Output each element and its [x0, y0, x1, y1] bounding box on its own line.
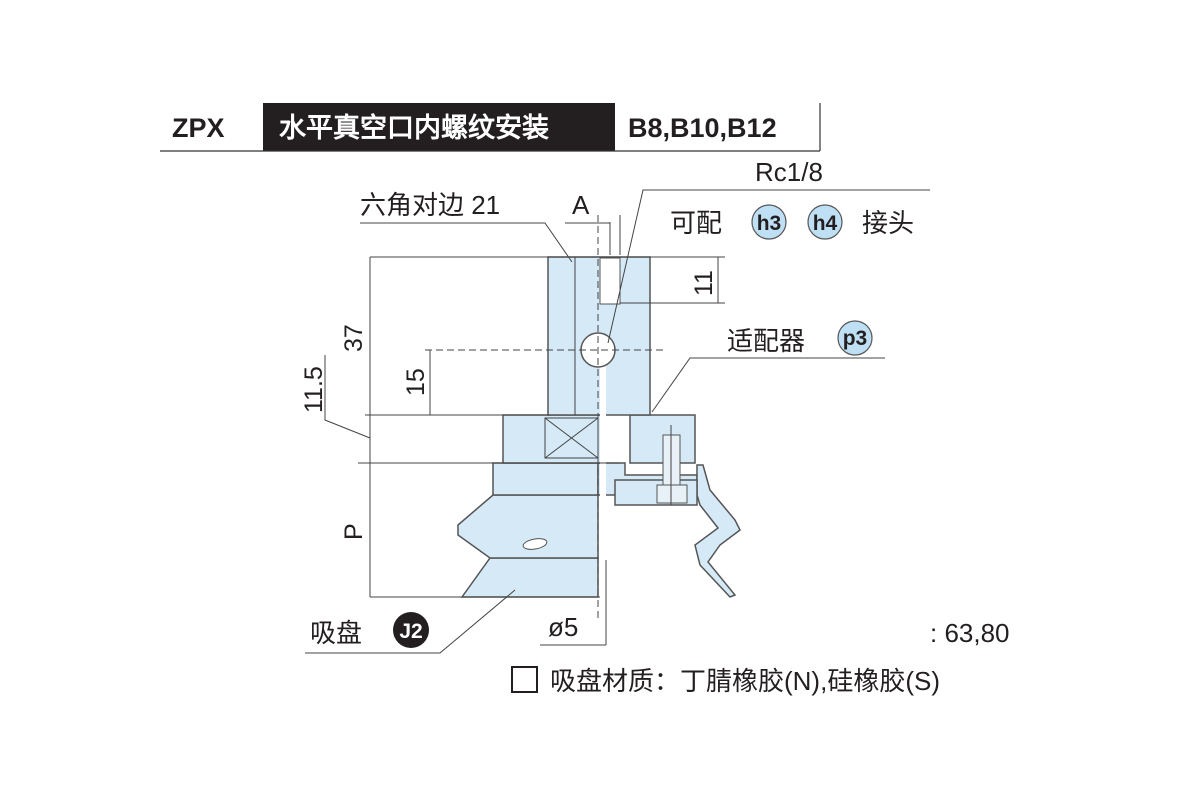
hex-callout: 六角对边 21 [360, 190, 573, 263]
badge-h4 [807, 204, 843, 240]
sizes-note: : 63,80 [930, 618, 1010, 648]
badge-h3-text: h3 [757, 212, 782, 235]
pad-label: 吸盘 [310, 618, 362, 648]
bellow-section [694, 464, 741, 598]
a-label: A [572, 190, 590, 220]
dim-37: 37 [340, 324, 368, 352]
header-black-box [263, 103, 615, 151]
series-label: ZPX [172, 113, 225, 143]
port-label: Rc1/8 [755, 157, 823, 187]
fit-prefix-label: 可配 [670, 208, 722, 238]
badge-p3 [837, 320, 873, 356]
dim-11: 11 [690, 270, 718, 296]
hex-label: 六角对边 21 [360, 190, 500, 220]
material-note: 吸盘材质：丁腈橡胶(N),硅橡胶(S) [550, 666, 940, 696]
hex-block [502, 414, 604, 464]
badge-h4-text: h4 [813, 212, 838, 235]
dia-label: ø5 [548, 612, 578, 642]
pad-body [457, 256, 741, 598]
pad-callout: 吸盘 J2 [305, 589, 516, 654]
adapter-label: 适配器 [727, 326, 805, 356]
adapter-callout: 适配器 p3 [651, 320, 885, 413]
dia-callout: ø5 [540, 612, 606, 646]
dim-p: P [340, 523, 368, 540]
dim-15: 15 [402, 368, 430, 396]
dimension-lines [324, 215, 725, 645]
bolt-head [656, 484, 688, 504]
mount-type-label: 水平真空口内螺纹安装 [279, 112, 549, 143]
lower-bellow [460, 557, 599, 598]
header: ZPX 水平真空口内螺纹安装 B8,B10,B12 [160, 103, 821, 152]
dim-11-5: 11.5 [300, 366, 328, 413]
vacuum-channel [600, 350, 606, 463]
sizes-label: B8,B10,B12 [628, 113, 777, 143]
pad-slot [522, 538, 548, 550]
threaded-port [599, 257, 621, 305]
fit-suffix-label: 接头 [862, 208, 914, 238]
port-callout: Rc1/8 可配 h3 h4 接头 [607, 157, 930, 344]
a-callout: A [565, 190, 610, 224]
collar [492, 462, 599, 496]
badge-h3 [751, 204, 787, 240]
material-checkbox-icon [511, 666, 538, 693]
badge-p3-text: p3 [843, 327, 868, 350]
badge-j2-text: J2 [399, 620, 422, 643]
badge-j2 [393, 612, 429, 648]
